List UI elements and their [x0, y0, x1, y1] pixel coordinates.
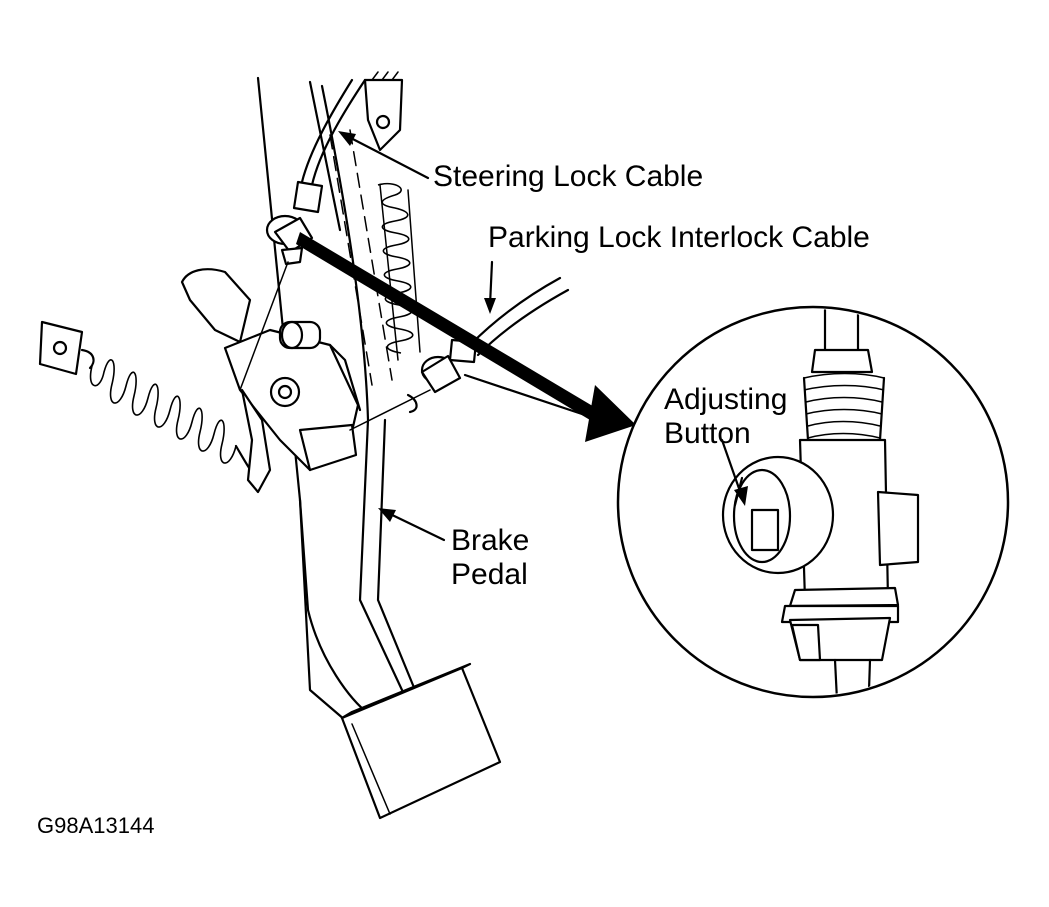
- lever-assembly: [180, 268, 362, 494]
- brake-pedal-label-line2: Pedal: [451, 558, 528, 591]
- steering-lock-cable-label: Steering Lock Cable: [433, 160, 703, 193]
- brake-pedal-pad: [340, 666, 502, 820]
- detail-arrow: [585, 385, 636, 442]
- brake-pedal-label-line1: Brake: [451, 524, 529, 557]
- leader-lines: [296, 131, 636, 542]
- parking-lock-interlock-cable-label: Parking Lock Interlock Cable: [488, 221, 870, 254]
- figure-code: G98A13144: [37, 813, 154, 838]
- pedal-support-bracket: [256, 71, 404, 722]
- adjusting-button-label-line1: Adjusting: [664, 383, 787, 416]
- steering-column-guide: [329, 129, 393, 386]
- pedal-return-spring: [377, 182, 421, 361]
- parking-lock-interlock-cable: [349, 276, 570, 431]
- adjusting-button-label-line2: Button: [664, 417, 751, 450]
- tension-spring: [38, 320, 264, 480]
- brake-pedal: [298, 84, 502, 820]
- detail-view: [616, 305, 1010, 699]
